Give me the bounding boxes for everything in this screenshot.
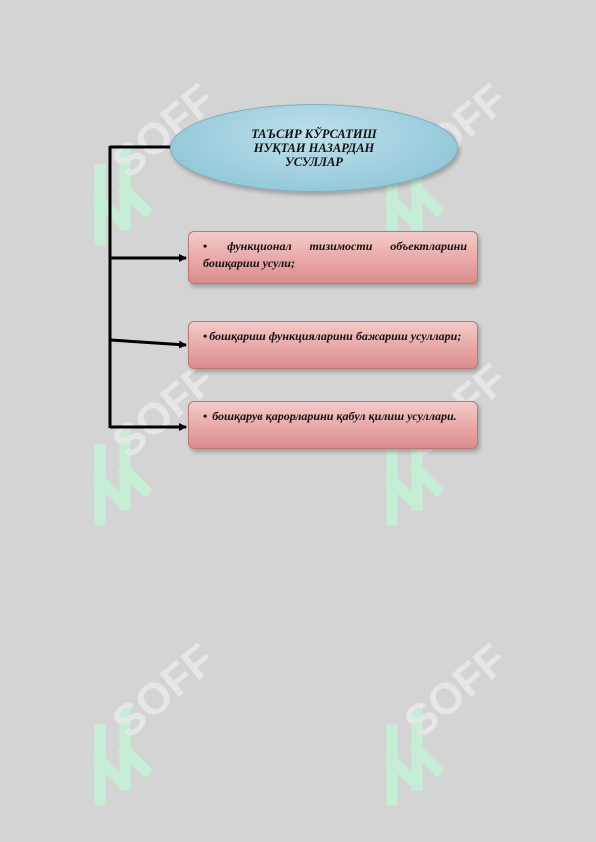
- title-node: ТАЪСИР КЎРСАТИШ НУҚТАИ НАЗАРДАН УСУЛЛАР: [170, 104, 458, 192]
- method-box: • бошқарув қарорларини қабул қилиш усулл…: [188, 401, 478, 449]
- method-text: функционал тизимости объектларини бошқар…: [203, 239, 468, 270]
- bullet-icon: •: [203, 329, 208, 343]
- method-box: •бошқариш функцияларини бажариш усуллари…: [188, 321, 478, 369]
- method-text: бошқариш функцияларини бажариш усуллари;: [209, 329, 462, 343]
- title-text: ТАЪСИР КЎРСАТИШ НУҚТАИ НАЗАРДАН УСУЛЛАР: [251, 127, 377, 169]
- method-text: бошқарув қарорларини қабул қилиш усуллар…: [212, 409, 457, 423]
- bullet-icon: •: [203, 239, 208, 253]
- bullet-icon: •: [203, 409, 208, 423]
- arrow-to-item-2: [109, 338, 187, 349]
- method-box: • функционал тизимости объектларини бошқ…: [188, 231, 478, 284]
